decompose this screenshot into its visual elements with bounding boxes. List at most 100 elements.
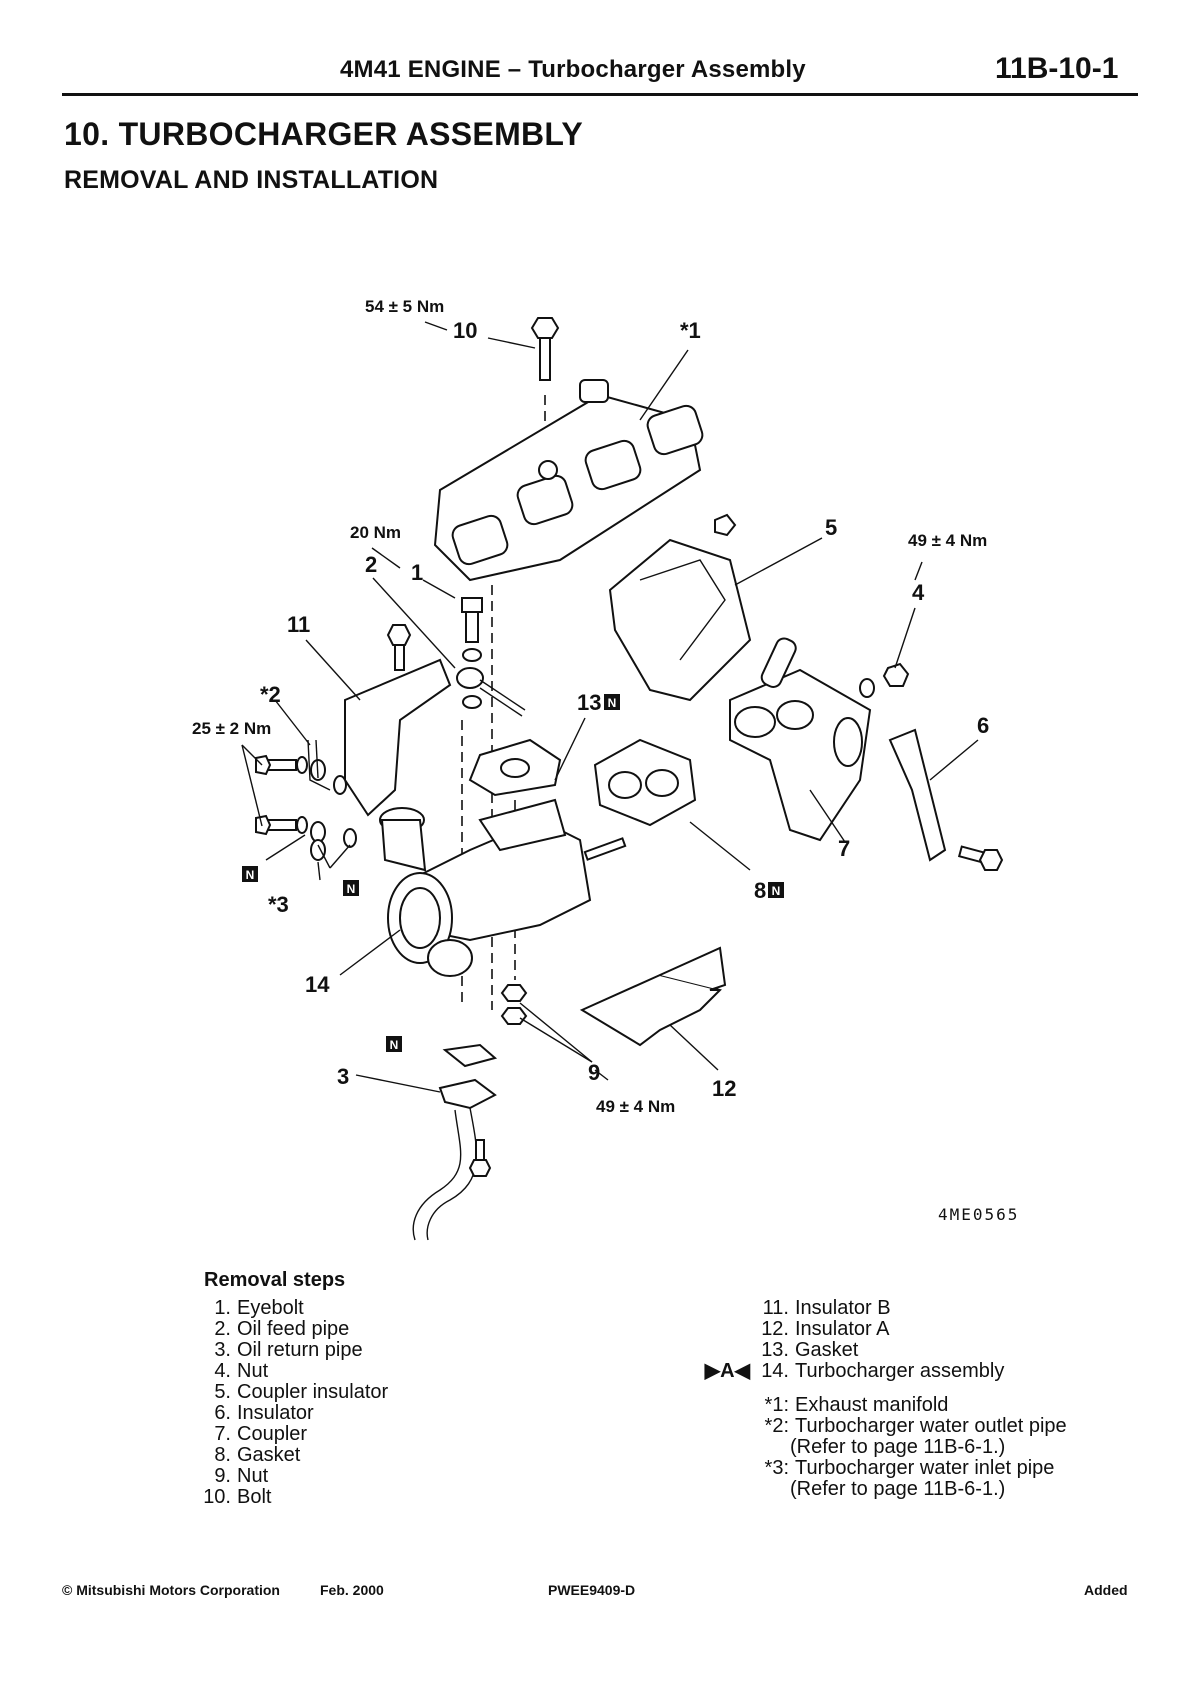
callout-4: 4 bbox=[912, 580, 925, 605]
coupler bbox=[729, 637, 872, 842]
step-text: Oil return pipe bbox=[237, 1339, 363, 1361]
coupler-insulator bbox=[608, 538, 752, 702]
callout-14: 14 bbox=[305, 972, 330, 997]
note-spacer bbox=[690, 1416, 750, 1437]
step-text: Bolt bbox=[237, 1486, 272, 1508]
removal-step: 5. Coupler insulator bbox=[196, 1382, 388, 1403]
new-part-badge-mid-text: N bbox=[347, 882, 356, 896]
removal-step: 3.Oil return pipe bbox=[196, 1340, 388, 1361]
installation-mark-empty bbox=[690, 1298, 750, 1319]
section-title: 10. TURBOCHARGER ASSEMBLY bbox=[64, 116, 583, 152]
callout-7: 7 bbox=[838, 836, 850, 861]
step-text: Insulator bbox=[237, 1402, 314, 1424]
removal-step: ▶A◀14.Turbocharger assembly bbox=[690, 1361, 1067, 1382]
step-number: 1. bbox=[214, 1297, 231, 1319]
exhaust-manifold bbox=[433, 379, 704, 582]
bolt-11 bbox=[386, 624, 412, 671]
callout-12: 12 bbox=[712, 1076, 736, 1101]
step-text: Gasket bbox=[795, 1339, 859, 1361]
step-number: 2. bbox=[214, 1318, 231, 1340]
removal-step: 6. Insulator bbox=[196, 1403, 388, 1424]
turbocharger-assembly bbox=[379, 798, 627, 977]
step-number: 6. bbox=[214, 1402, 231, 1424]
step-number: 9. bbox=[214, 1465, 231, 1487]
footer-date: Feb. 2000 bbox=[320, 1582, 384, 1598]
new-part-badge-3 bbox=[386, 1036, 402, 1052]
step-text: Oil feed pipe bbox=[237, 1318, 350, 1340]
step-text: Turbocharger assembly bbox=[795, 1360, 1005, 1382]
turbocharger-exploded-diagram: 54 ± 5 Nm 10 *1 20 Nm 2 1 11 *2 25 ± 2 N… bbox=[192, 297, 1017, 1241]
bolt-right bbox=[957, 845, 1004, 871]
bolt-small bbox=[714, 513, 737, 537]
torque-label-9: 49 ± 4 Nm bbox=[596, 1097, 675, 1116]
step-number: 12. bbox=[761, 1318, 789, 1340]
note-text: Exhaust manifold bbox=[795, 1394, 949, 1416]
torque-label-1: 20 Nm bbox=[350, 523, 401, 542]
note-item: *1:Exhaust manifold bbox=[690, 1395, 1067, 1416]
insulator-6 bbox=[888, 728, 947, 862]
callout-s3: *3 bbox=[268, 892, 289, 917]
step-number: 4. bbox=[214, 1360, 231, 1382]
torque-label-25: 25 ± 2 Nm bbox=[192, 719, 271, 738]
leader-lines bbox=[241, 321, 979, 1093]
note-spacer bbox=[690, 1395, 750, 1416]
note-text: Turbocharger water inlet pipe bbox=[795, 1457, 1055, 1479]
insulator-12 bbox=[579, 946, 727, 1047]
new-part-badge-mid bbox=[343, 880, 359, 896]
water-pipe-fittings bbox=[255, 739, 357, 881]
removal-step: 8.Gasket bbox=[196, 1445, 388, 1466]
note-item: *2:Turbocharger water outlet pipe bbox=[690, 1416, 1067, 1437]
note-reference: (Refer to page 11B-6-1.) bbox=[790, 1478, 1006, 1500]
new-part-badge-8-text: N bbox=[772, 884, 781, 898]
step-text: Eyebolt bbox=[237, 1297, 304, 1319]
header-title: 4M41 ENGINE – Turbocharger Assembly bbox=[340, 56, 806, 83]
step-number: 11. bbox=[762, 1297, 789, 1319]
callout-8: 8 bbox=[754, 878, 766, 903]
callout-1: 1 bbox=[411, 560, 423, 585]
footer-status: Added bbox=[1084, 1582, 1128, 1598]
step-number: 10. bbox=[203, 1486, 231, 1508]
removal-step: 12. Insulator A bbox=[690, 1319, 1067, 1340]
new-part-badge-left-text: N bbox=[246, 868, 255, 882]
note-reference: (Refer to page 11B-6-1.) bbox=[790, 1436, 1006, 1458]
new-part-badge-left bbox=[242, 866, 258, 882]
removal-step: 10. Bolt bbox=[196, 1487, 388, 1508]
step-number: 13. bbox=[761, 1339, 789, 1361]
callout-s2: *2 bbox=[260, 682, 281, 707]
page-number: 11B-10-1 bbox=[995, 52, 1119, 85]
step-text: Nut bbox=[237, 1465, 269, 1487]
nuts-9 bbox=[500, 984, 528, 1025]
new-part-badge-13-text: N bbox=[608, 696, 617, 710]
new-part-badge-8 bbox=[768, 882, 784, 898]
torque-label-4: 49 ± 4 Nm bbox=[908, 531, 987, 550]
note-item: *3: Turbocharger water inlet pipe bbox=[690, 1458, 1067, 1479]
step-number: 5. bbox=[214, 1381, 231, 1403]
removal-step: 11.Insulator B bbox=[690, 1298, 1067, 1319]
installation-mark-empty bbox=[690, 1319, 750, 1340]
removal-step: 2. Oil feed pipe bbox=[196, 1319, 388, 1340]
removal-step: 13. Gasket bbox=[690, 1340, 1067, 1361]
footer-copyright: © Mitsubishi Motors Corporation bbox=[62, 1582, 280, 1598]
step-number: 7. bbox=[214, 1423, 231, 1445]
callout-10: 10 bbox=[453, 318, 477, 343]
removal-step: 9. Nut bbox=[196, 1466, 388, 1487]
nut-4 bbox=[859, 662, 910, 698]
note-spacer bbox=[690, 1458, 750, 1479]
callout-2: 2 bbox=[365, 552, 377, 577]
callout-9: 9 bbox=[588, 1060, 600, 1085]
step-text: Insulator A bbox=[795, 1318, 890, 1340]
callout-6: 6 bbox=[977, 713, 989, 738]
callout-s1: *1 bbox=[680, 318, 701, 343]
installation-mark-empty bbox=[690, 1340, 750, 1361]
step-number: 8. bbox=[214, 1444, 231, 1466]
callout-5: 5 bbox=[825, 515, 837, 540]
note-number: *3: bbox=[764, 1457, 789, 1479]
removal-step: 7. Coupler bbox=[196, 1424, 388, 1445]
note-number: *2: bbox=[764, 1415, 789, 1437]
step-text: Coupler insulator bbox=[237, 1381, 389, 1403]
step-text: Nut bbox=[237, 1360, 269, 1382]
step-text: Coupler bbox=[237, 1423, 308, 1445]
footer-code: PWEE9409-D bbox=[548, 1582, 636, 1598]
callout-3: 3 bbox=[337, 1064, 349, 1089]
